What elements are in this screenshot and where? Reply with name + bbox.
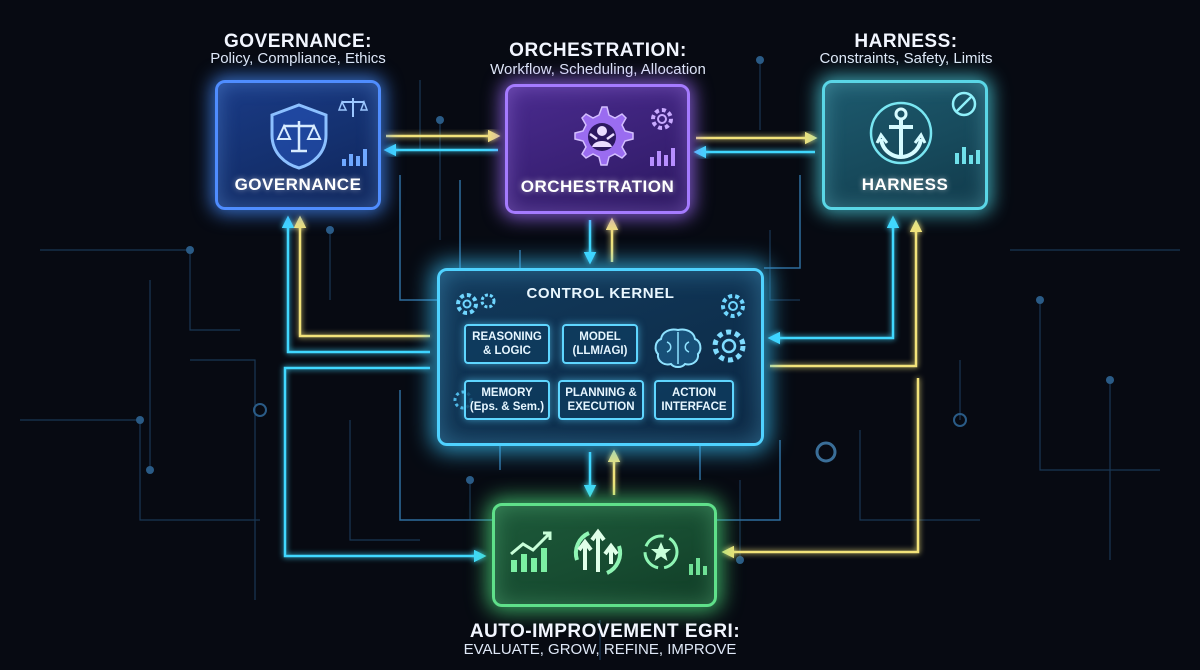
- bar-chart-icon: [342, 149, 367, 166]
- kernel-module-planning[interactable]: PLANNING & EXECUTION: [558, 380, 644, 420]
- flow-gov-orch: [383, 129, 501, 157]
- thin-connectors: [399, 175, 801, 521]
- flow-orch-kernel: [583, 217, 619, 265]
- gear-icon: [721, 294, 745, 318]
- auto-improvement-subtitle: EVALUATE, GROW, REFINE, IMPROVE: [463, 641, 737, 658]
- harness-subtitle: Constraints, Safety, Limits: [819, 50, 993, 67]
- star-cycle-icon: [643, 534, 679, 570]
- flow-gov-kernel: [281, 215, 430, 354]
- harness-panel[interactable]: HARNESS: [822, 80, 988, 210]
- kernel-module-reasoning[interactable]: REASONING & LOGIC: [464, 324, 550, 364]
- auto-improvement-panel[interactable]: [492, 503, 717, 607]
- harness-panel-label: HARNESS: [861, 175, 949, 194]
- flow-kernel-auto: [583, 449, 621, 498]
- flow-right-loop: [721, 378, 920, 559]
- flow-left-loop: [283, 366, 487, 563]
- governance-panel-label: GOVERNANCE: [234, 175, 362, 194]
- orchestration-subtitle: Workflow, Scheduling, Allocation: [490, 61, 706, 78]
- scales-icon: [338, 98, 368, 117]
- orchestration-panel[interactable]: ORCHESTRATION: [505, 84, 690, 214]
- bar-chart-icon: [955, 147, 980, 164]
- kernel-module-action[interactable]: ACTION INTERFACE: [654, 380, 734, 420]
- anchor-icon: [869, 101, 933, 165]
- brain-icon: [654, 328, 702, 368]
- gears-icon: [456, 293, 496, 315]
- growth-chart-icon: [510, 531, 552, 572]
- auto-improvement-title: AUTO-IMPROVEMENT EGRI:: [469, 621, 741, 642]
- orchestration-title: ORCHESTRATION:: [509, 40, 687, 61]
- shield-scales-icon: [270, 103, 328, 170]
- harness-title: HARNESS:: [854, 31, 958, 52]
- governance-panel[interactable]: GOVERNANCE: [215, 80, 381, 210]
- orchestration-panel-label: ORCHESTRATION: [520, 177, 675, 196]
- flow-orch-harness: [693, 131, 818, 159]
- kernel-module-memory[interactable]: MEMORY (Eps. & Sem.): [464, 380, 550, 420]
- bar-chart-icon: [689, 558, 707, 575]
- gauge-icon: [951, 91, 977, 117]
- flow-harness-kernel: [767, 215, 923, 368]
- governance-title: GOVERNANCE:: [223, 31, 372, 52]
- gear-icon: [712, 329, 746, 363]
- gear-icon: [651, 108, 673, 130]
- control-kernel-title: CONTROL KERNEL: [526, 285, 675, 302]
- governance-subtitle: Policy, Compliance, Ethics: [210, 50, 386, 67]
- gear-person-icon: [574, 106, 634, 166]
- control-kernel-panel[interactable]: CONTROL KERNEL REASONING & LOGIC MODEL (…: [437, 268, 764, 446]
- cycle-arrows-icon: [573, 528, 623, 575]
- circuit-nodes: [136, 56, 1114, 564]
- kernel-module-model[interactable]: MODEL (LLM/AGI): [562, 324, 638, 364]
- bar-chart-icon: [650, 148, 675, 166]
